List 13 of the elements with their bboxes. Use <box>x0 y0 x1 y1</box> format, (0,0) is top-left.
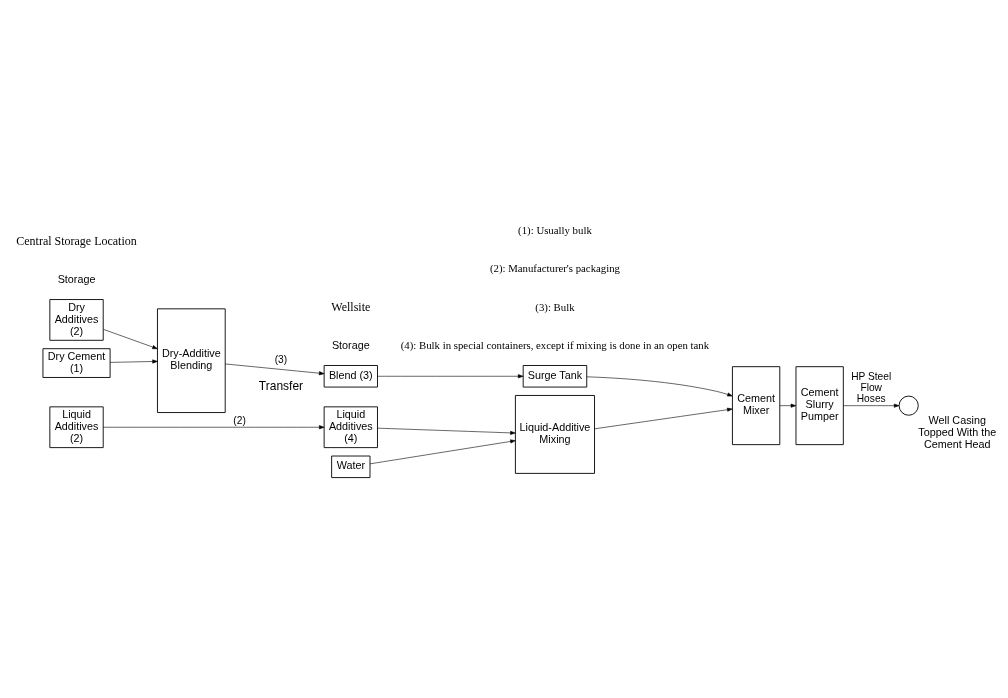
edge-label: HP Steel Flow Hoses <box>851 370 892 405</box>
label: Wellsite <box>331 299 371 314</box>
label: Storage <box>331 338 370 351</box>
edge-label: (2) <box>233 415 246 426</box>
label: (3): Bulk <box>535 300 575 313</box>
label: Central Storage Location <box>16 233 137 248</box>
label: (1): Usually bulk <box>518 223 592 236</box>
node-label: Well Casing Topped With the Cement Head <box>918 413 997 450</box>
label: Transfer <box>258 379 304 394</box>
edge-label: (3) <box>274 354 288 366</box>
label: (4): Bulk in special containers, except if mixing is done in an open tank <box>400 338 710 351</box>
label: (2): Manufacturer's packaging <box>489 262 620 275</box>
label: Storage <box>57 272 96 285</box>
